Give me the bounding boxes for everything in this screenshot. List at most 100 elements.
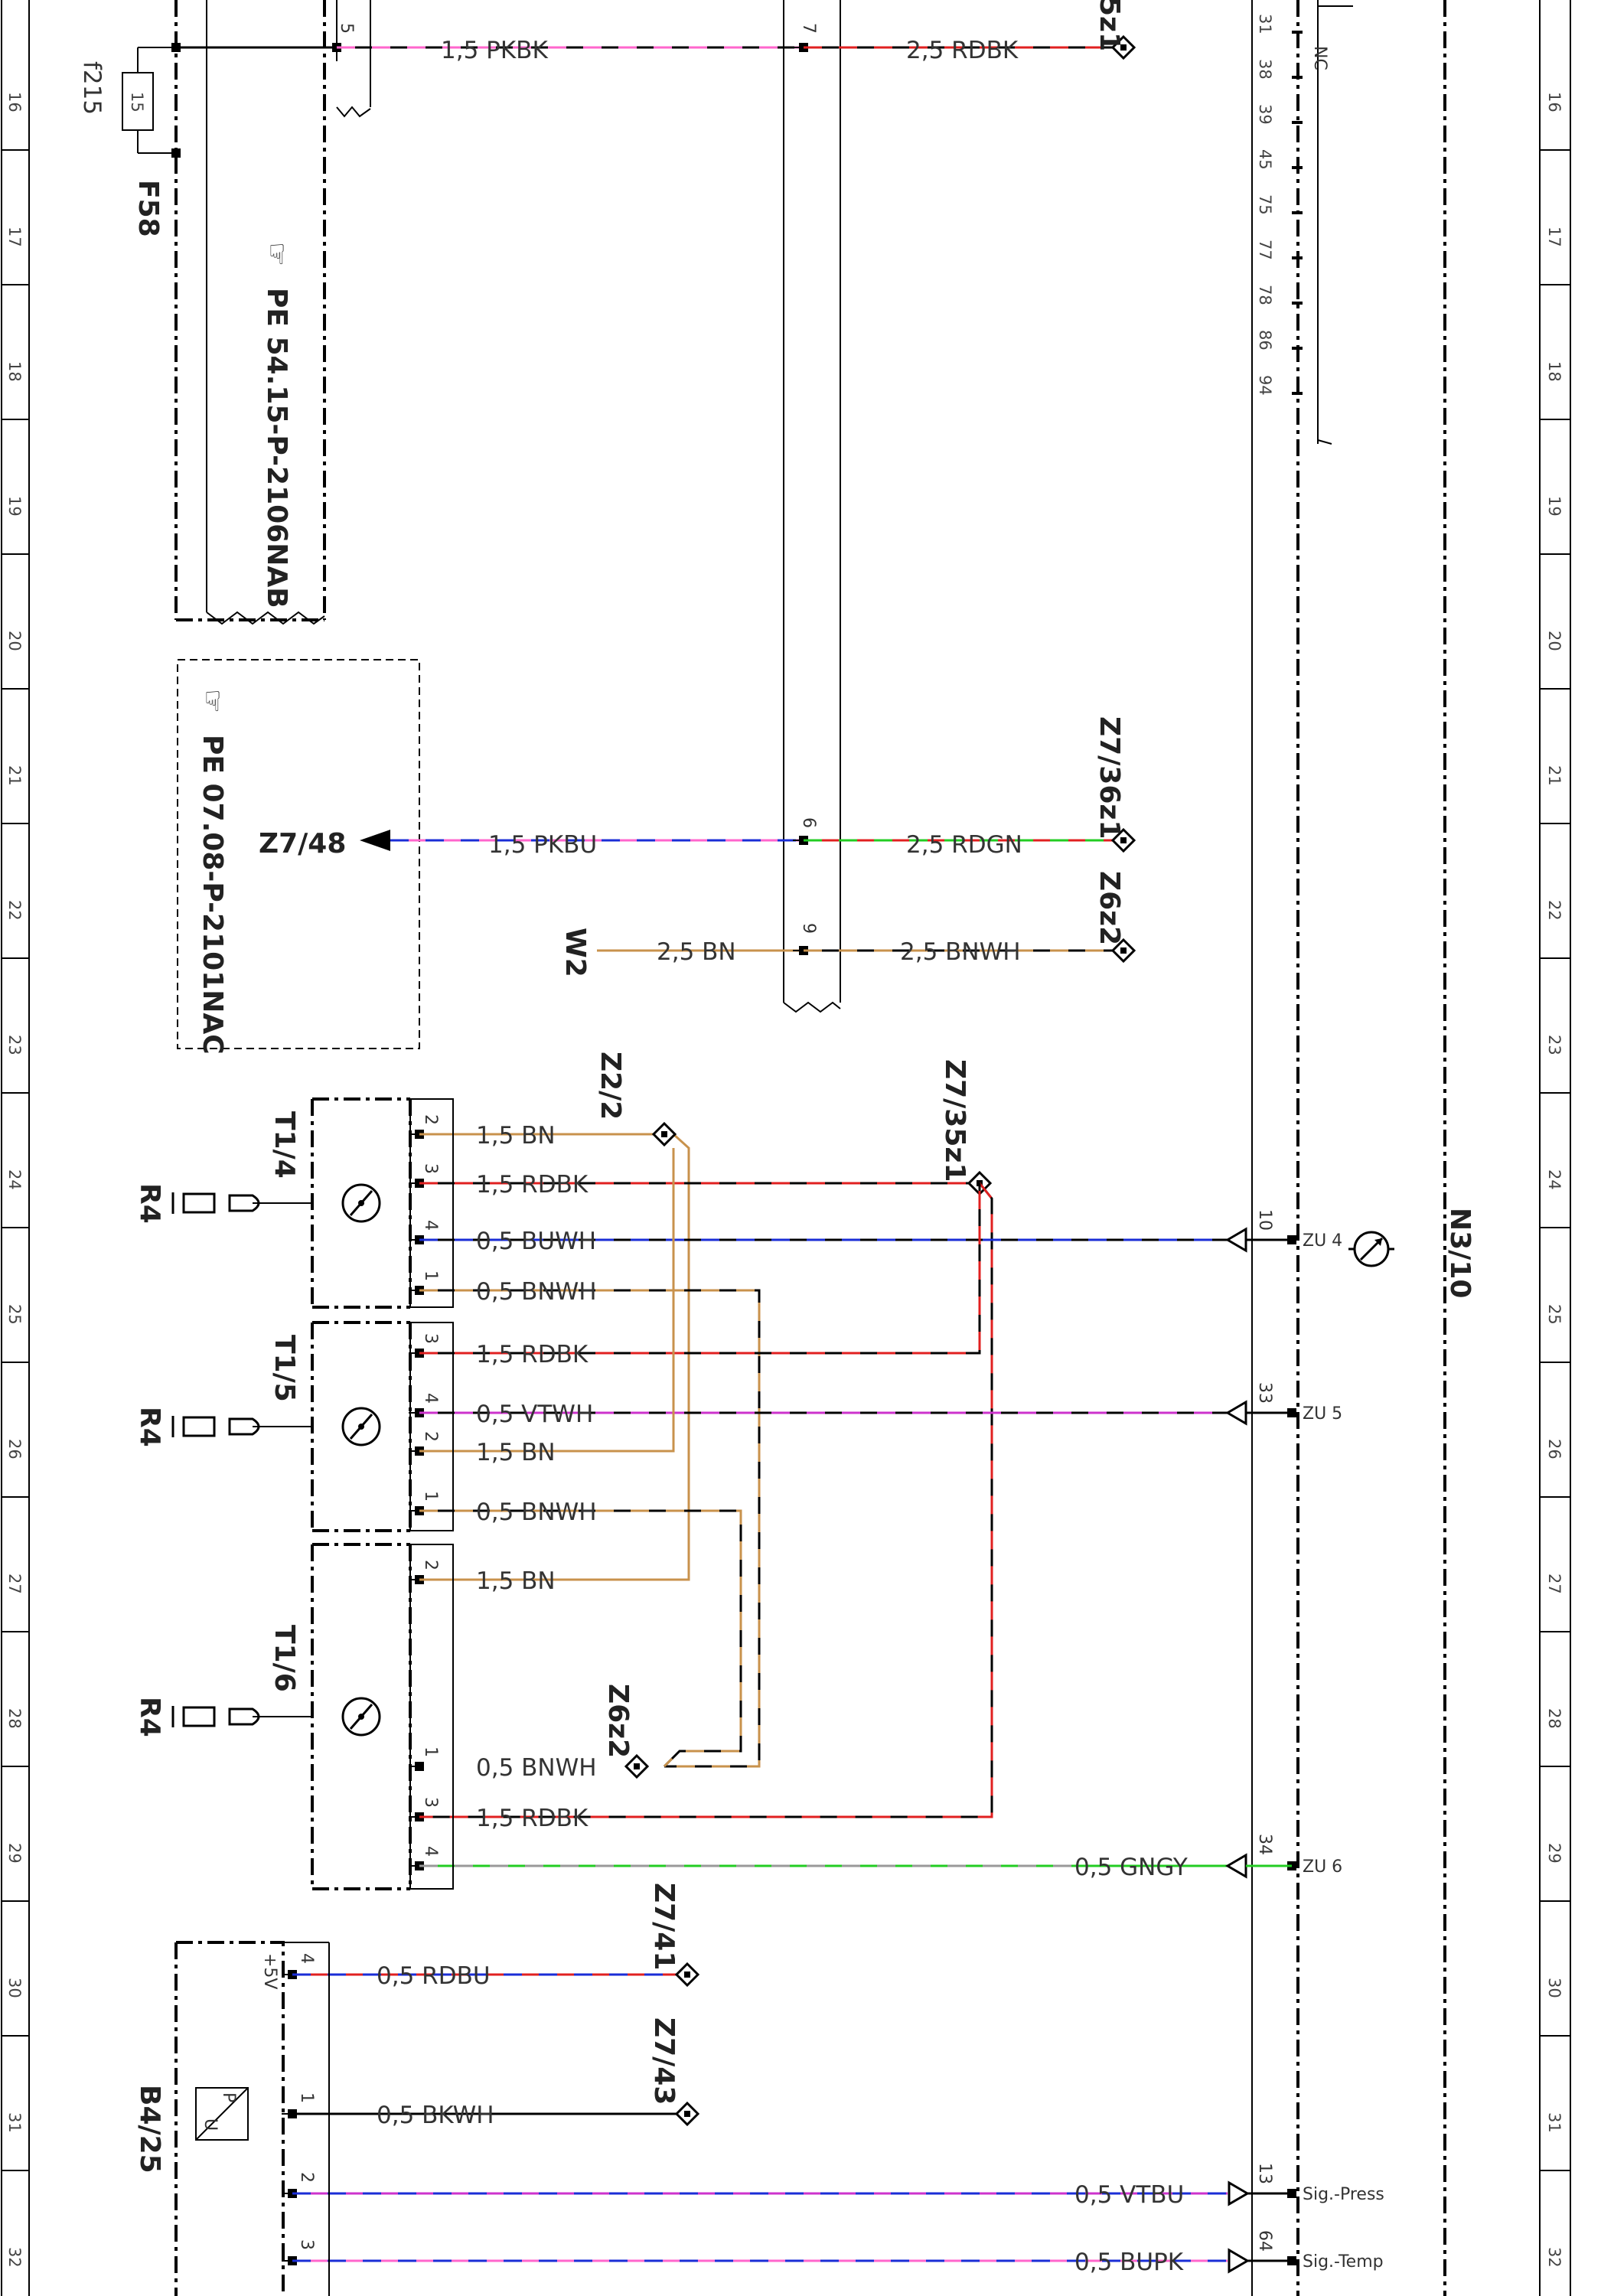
grid-ticks xyxy=(2,149,1570,2171)
point-z7-35z1: Z7/35z1 xyxy=(939,1059,970,1182)
plug-r4: R4 xyxy=(134,1697,165,1737)
wire-label-gngy: 0,5 GNGY xyxy=(1074,1854,1188,1881)
connector-pin-75: 75 xyxy=(1256,194,1274,215)
pin-6: 6 xyxy=(799,817,818,828)
wire-label-t4-buwh: 0,5 BUWH xyxy=(476,1228,596,1255)
arrow-temp xyxy=(1228,2248,1250,2274)
connector-pin-38: 38 xyxy=(1256,59,1274,80)
row-label-right: 22 xyxy=(1545,900,1564,921)
wires xyxy=(178,34,1296,2274)
wire-t5-rdbk xyxy=(419,1183,981,1355)
upper-left-component xyxy=(174,0,371,625)
point-z7-36z1-marker xyxy=(1110,827,1136,853)
coil-pin-3: 3 xyxy=(421,1333,440,1344)
wire-label-pkbu: 1,5 PKBU xyxy=(488,831,597,859)
sensor-pin-1: 1 xyxy=(297,2092,316,2103)
row-label-right: 29 xyxy=(1545,1843,1564,1864)
arrow-z7-48 xyxy=(360,830,390,851)
wire-label-t6-rdbk: 1,5 RDBK xyxy=(476,1805,589,1832)
sensor-name: B4/25 xyxy=(134,2085,165,2174)
row-label-right: 31 xyxy=(1545,2112,1564,2133)
reference-2-text: PE 07.08-P-2101NAC xyxy=(197,735,228,1055)
coil-pin-4: 4 xyxy=(421,1220,440,1231)
point-z6z2b: Z6z2 xyxy=(602,1684,634,1758)
connector-pin-78: 78 xyxy=(1256,285,1274,305)
wire-label-rdbu: 0,5 RDBU xyxy=(377,1962,491,1990)
arrow-press xyxy=(1228,2180,1250,2206)
wire-label-t5-bnwh: 0,5 BNWH xyxy=(476,1499,597,1526)
wire-label-bn25: 2,5 BN xyxy=(657,938,736,966)
sig-press: Sig.-Press xyxy=(1303,2185,1384,2204)
pin-m33: 33 xyxy=(1255,1382,1274,1404)
arrow-zu5 xyxy=(1225,1400,1247,1426)
sig-zu4: ZU 4 xyxy=(1303,1231,1342,1251)
row-label-right: 24 xyxy=(1545,1169,1564,1190)
sensor-u: U xyxy=(201,2118,220,2131)
row-label-right: 19 xyxy=(1545,496,1564,517)
connector-pin-94: 94 xyxy=(1256,375,1274,396)
wire-label-t4-bnwh: 0,5 BNWH xyxy=(476,1278,597,1306)
wire-label-t6-bn: 1,5 BN xyxy=(476,1567,556,1595)
wire-label-rdgn: 2,5 RDGN xyxy=(906,831,1022,859)
nc-label: NC xyxy=(1310,46,1329,70)
row-label-right: 21 xyxy=(1545,765,1564,786)
row-label-left: 28 xyxy=(5,1708,24,1729)
sig-zu5: ZU 5 xyxy=(1303,1404,1342,1424)
wire-t4-bnwh xyxy=(419,1289,761,1768)
wire-label-t4-bn: 1,5 BN xyxy=(476,1122,556,1150)
pin-m13: 13 xyxy=(1255,2163,1274,2184)
row-label-left: 27 xyxy=(5,1574,24,1594)
coil-pin-3: 3 xyxy=(421,1163,440,1174)
row-label-right: 32 xyxy=(1545,2247,1564,2268)
row-label-right: 18 xyxy=(1545,361,1564,382)
sensor-b4-25: P U B4/25 +5V xyxy=(134,1941,330,2296)
coil-pin-2: 2 xyxy=(421,1431,440,1442)
coil-pin-1: 1 xyxy=(421,1270,440,1281)
row-label-left: 29 xyxy=(5,1843,24,1864)
wire-t5-bn xyxy=(419,1148,675,1453)
row-label-right: 25 xyxy=(1545,1304,1564,1325)
fuse-f58: 15 f215 F58 xyxy=(78,43,181,237)
fuse-label: f215 xyxy=(78,61,106,115)
coil-pin-4: 4 xyxy=(421,1393,440,1404)
row-label-right: 16 xyxy=(1545,92,1564,113)
wire-label-t5-bn: 1,5 BN xyxy=(476,1439,556,1466)
sensor-pin-3: 3 xyxy=(297,2239,316,2250)
row-label-left: 31 xyxy=(5,2112,24,2133)
coil-name: T1/4 xyxy=(269,1111,300,1179)
connector-pin-39: 39 xyxy=(1256,104,1274,125)
point-z7-48: Z7/48 xyxy=(259,828,346,859)
mid-wires: Z7/48 1,5 PKBU 6 2,5 RDGN Z7/36z1 W2 2,5… xyxy=(259,716,1125,977)
sensor-plus5v: +5V xyxy=(260,1953,279,1989)
sensor-pin-2: 2 xyxy=(297,2172,316,2183)
sig-zu6: ZU 6 xyxy=(1303,1857,1342,1877)
point-z6z2-marker xyxy=(1110,938,1136,964)
connector-pin-77: 77 xyxy=(1256,240,1274,260)
row-label-left: 25 xyxy=(5,1304,24,1325)
row-label-right: 23 xyxy=(1545,1035,1564,1055)
coil-pin-1: 1 xyxy=(421,1491,440,1502)
fuse-id: F58 xyxy=(132,180,164,237)
wire-label-bkwh: 0,5 BKWH xyxy=(377,2102,494,2129)
point-w2: W2 xyxy=(559,928,591,977)
connector-pin-45: 45 xyxy=(1256,149,1274,170)
row-label-left: 24 xyxy=(5,1169,24,1190)
point-z7-43-marker xyxy=(674,2101,700,2127)
motor-symbol-n310 xyxy=(1348,1231,1394,1267)
coil-name: T1/5 xyxy=(269,1335,300,1402)
plug-r4: R4 xyxy=(134,1407,165,1447)
pin-9: 9 xyxy=(799,923,818,934)
point-z7-41-marker xyxy=(674,1962,700,1988)
row-label-right: 30 xyxy=(1545,1978,1564,1998)
wire-label-bnwh25: 2,5 BNWH xyxy=(900,938,1021,966)
row-label-left: 20 xyxy=(5,631,24,651)
svg-text:☞: ☞ xyxy=(197,689,228,713)
row-label-right: 17 xyxy=(1545,227,1564,247)
top-wires: 5 1,5 PKBK 7 2,5 RDBK 5z1 xyxy=(337,0,1125,64)
coil-pin-3: 3 xyxy=(421,1797,440,1808)
